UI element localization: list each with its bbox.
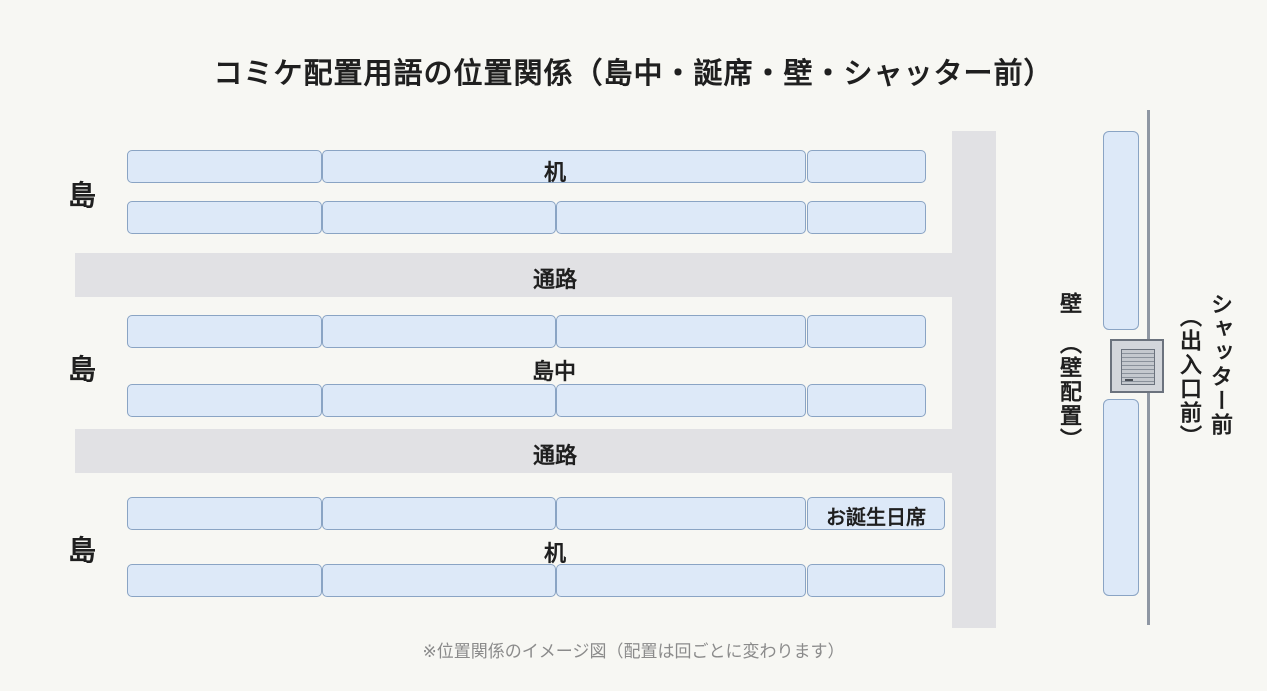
desk <box>322 384 556 417</box>
aisle-lower <box>75 429 996 473</box>
island-label-1: 島 <box>68 179 97 212</box>
shutter-front-label: シャッター前 <box>1207 293 1232 437</box>
desk-label-top: 机 <box>544 161 567 186</box>
wall-label: 壁 <box>1056 292 1081 316</box>
desk <box>127 315 322 348</box>
island-center-label: 島中 <box>532 360 577 385</box>
desk <box>127 150 322 183</box>
island-label-2: 島 <box>68 353 97 386</box>
desk <box>807 564 945 597</box>
wall-desk-upper <box>1103 131 1139 330</box>
aisle-label-upper: 通路 <box>532 268 577 293</box>
desk <box>556 384 806 417</box>
desk <box>556 201 806 234</box>
desk <box>127 384 322 417</box>
entrance-front-label: （出入口前） <box>1176 305 1201 449</box>
desk <box>322 315 556 348</box>
diagram-title: コミケ配置用語の位置関係（島中・誕席・壁・シャッター前） <box>213 56 1054 90</box>
desk <box>556 564 806 597</box>
desk <box>556 315 806 348</box>
aisle-vertical <box>952 131 996 628</box>
desk <box>322 150 806 183</box>
birthday-seat-label: お誕生日席 <box>826 505 926 529</box>
desk <box>127 201 322 234</box>
desk <box>322 564 556 597</box>
desk <box>807 150 926 183</box>
desk <box>127 497 322 530</box>
shutter-handle <box>1125 379 1133 381</box>
desk <box>807 201 926 234</box>
desk <box>807 384 926 417</box>
wall-desk-lower <box>1103 399 1139 596</box>
desk-label-bottom: 机 <box>544 542 567 567</box>
island-label-3: 島 <box>68 534 97 567</box>
desk <box>322 201 556 234</box>
birthday-seat-desk <box>807 497 945 530</box>
aisle-label-lower: 通路 <box>532 444 577 469</box>
desk <box>556 497 806 530</box>
shutter-icon <box>1110 339 1164 393</box>
wall-placement-label: （壁配置） <box>1056 332 1081 452</box>
desk <box>127 564 322 597</box>
desk <box>807 315 926 348</box>
footnote: ※位置関係のイメージ図（配置は回ごとに変わります） <box>422 642 845 662</box>
desk <box>322 497 556 530</box>
aisle-upper <box>75 253 996 297</box>
